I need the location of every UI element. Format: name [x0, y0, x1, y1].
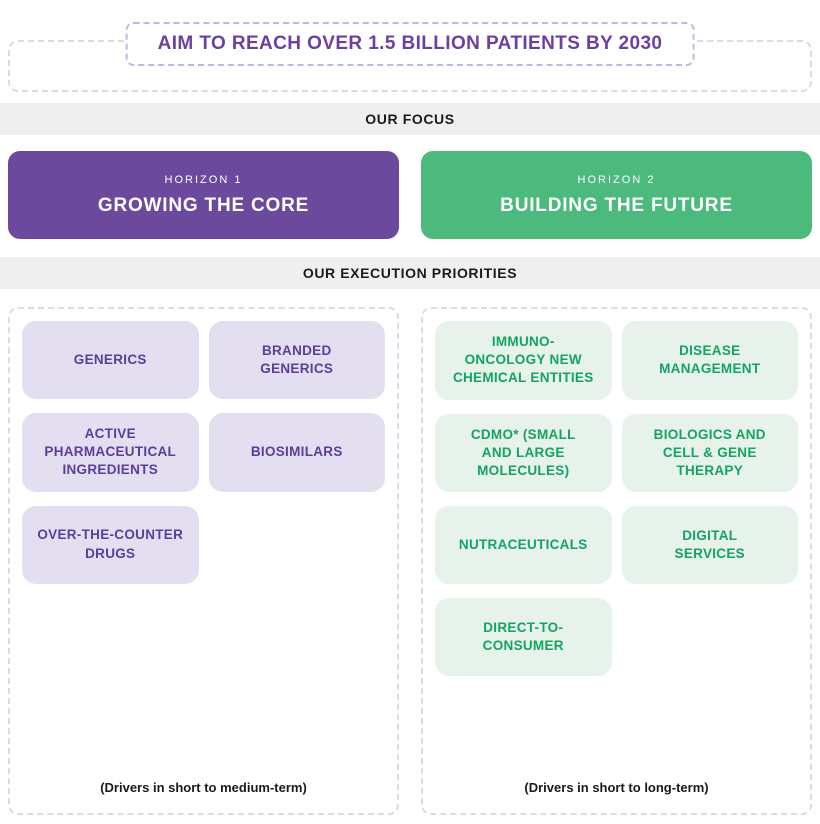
- priority-tile-over-the-counter-drugs: OVER-THE-COUNTER DRUGS: [22, 505, 199, 584]
- horizon-1-title: GROWING THE CORE: [97, 194, 310, 216]
- priority-tile-direct-to-consumer: DIRECT-TO- CONSUMER: [435, 598, 612, 677]
- priority-tile-immuno-oncology-new-chemical-entities: IMMUNO- ONCOLOGY NEW CHEMICAL ENTITIES: [435, 321, 612, 400]
- horizons-row: HORIZON 1 GROWING THE CORE HORIZON 2 BUI…: [8, 151, 812, 239]
- priority-tile-biologics-and-cell-gene-therapy: BIOLOGICS AND CELL & GENE THERAPY: [621, 413, 798, 493]
- horizon-2-footnote: (Drivers in short to long-term): [524, 780, 709, 795]
- horizon-1-footnote: (Drivers in short to medium-term): [100, 780, 307, 795]
- priority-tile-active-pharmaceutical-ingredients: ACTIVE PHARMACEUTICAL INGREDIENTS: [22, 413, 199, 492]
- horizon-2-title: BUILDING THE FUTURE: [500, 194, 733, 216]
- priority-tile-biosimilars: BIOSIMILARS: [208, 413, 385, 492]
- priority-tile-nutraceuticals: NUTRACEUTICALS: [435, 506, 612, 585]
- horizon-1-label: HORIZON 1: [164, 173, 243, 186]
- horizon-1-card: HORIZON 1 GROWING THE CORE: [8, 151, 399, 239]
- priority-tile-disease-management: DISEASE MANAGEMENT: [621, 321, 798, 400]
- priority-tile-branded-generics: BRANDED GENERICS: [208, 321, 385, 399]
- horizon-2-card: HORIZON 2 BUILDING THE FUTURE: [421, 151, 812, 239]
- priority-tile-generics: GENERICS: [22, 321, 199, 399]
- priority-tile-digital-services: DIGITAL SERVICES: [621, 506, 798, 585]
- execution-priorities-band: OUR EXECUTION PRIORITIES: [0, 257, 820, 289]
- page-title: AIM TO REACH OVER 1.5 BILLION PATIENTS B…: [125, 22, 695, 66]
- title-banner: AIM TO REACH OVER 1.5 BILLION PATIENTS B…: [8, 22, 812, 92]
- horizon-2-label: HORIZON 2: [577, 173, 656, 186]
- focus-band: OUR FOCUS: [0, 103, 820, 135]
- priority-tile-cdmo-small-and-large-molecules: CDMO* (SMALL AND LARGE MOLECULES): [435, 413, 612, 493]
